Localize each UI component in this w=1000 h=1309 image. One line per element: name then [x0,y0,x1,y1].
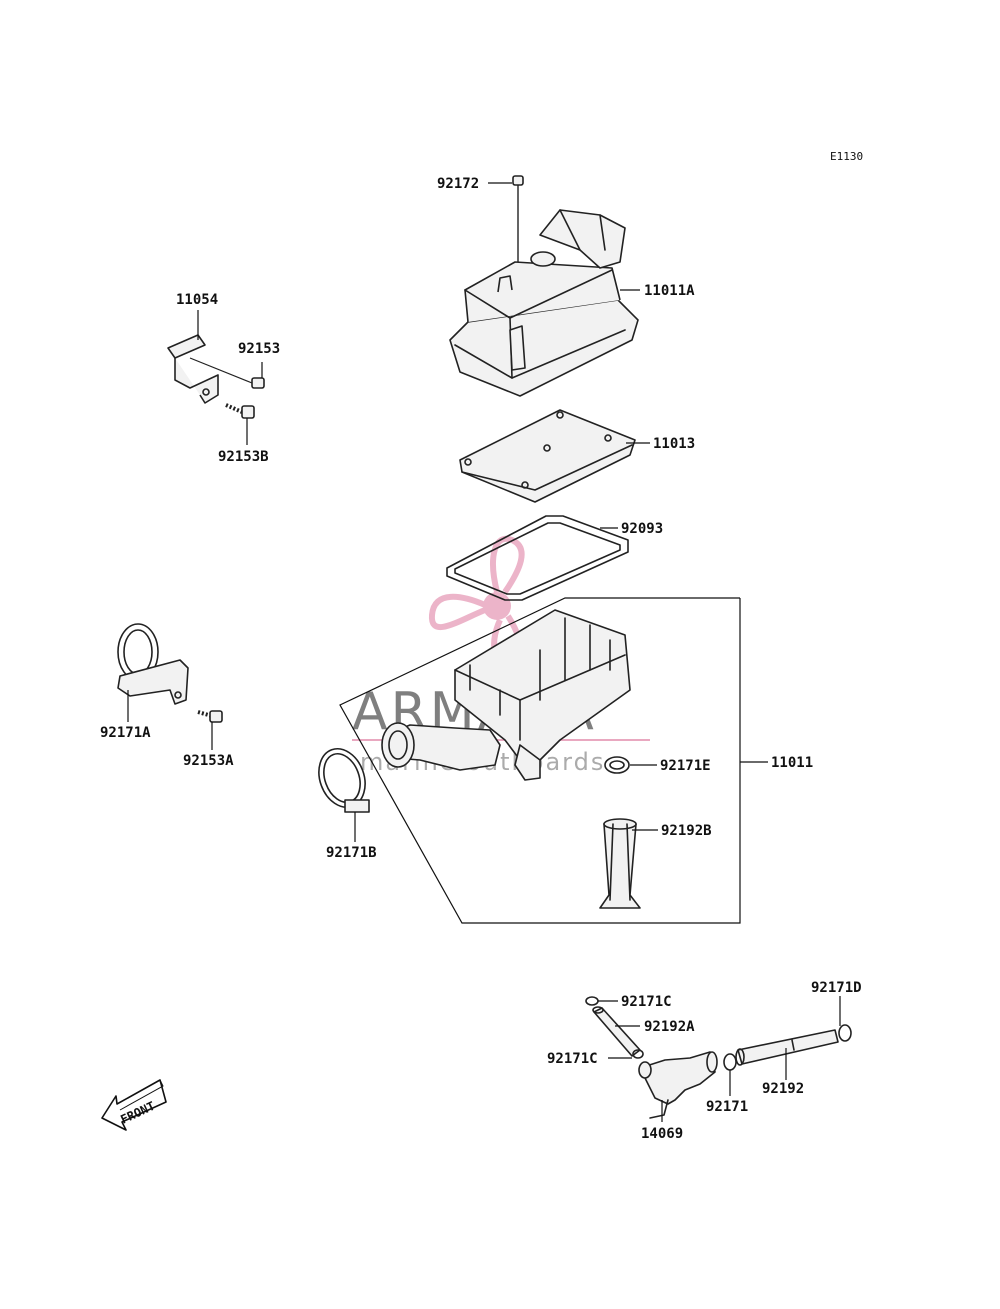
diagram-code: E1130 [830,150,863,163]
label-92153: 92153 [238,341,280,357]
part-14069-joint [638,1051,718,1119]
part-92192B-tube [599,818,641,909]
part-92093-gasket [446,515,629,601]
part-92171D-clamp [838,1024,852,1042]
label-92153B: 92153B [218,449,269,465]
label-92171D: 92171D [811,980,862,996]
label-11011: 11011 [771,755,813,771]
part-92153B-bolt [225,403,255,419]
label-92153A: 92153A [183,753,234,769]
part-92171E-clamp [604,756,630,774]
part-11054-bracket [167,334,219,404]
label-92171: 92171 [706,1099,748,1115]
front-direction-arrow: FRONT [101,1079,167,1131]
part-92171A-clamp [117,623,189,705]
label-92171B: 92171B [326,845,377,861]
label-92172: 92172 [437,176,479,192]
label-92171A: 92171A [100,725,151,741]
label-92171C-top: 92171C [621,994,672,1010]
label-14069: 14069 [641,1126,683,1142]
label-92192A: 92192A [644,1019,695,1035]
part-air-cleaner-case [381,609,631,781]
label-11011A: 11011A [644,283,695,299]
group-outline-11011 [339,597,741,924]
label-11013: 11013 [653,436,695,452]
label-92192B: 92192B [661,823,712,839]
part-92171-clamp [723,1053,737,1071]
part-92171B-clamp [318,748,370,813]
label-11054: 11054 [176,292,218,308]
part-92171C-bottom-clamp [632,1049,644,1059]
part-92171C-top-clamp [585,996,599,1006]
part-11013-plate [459,409,636,503]
label-92171E: 92171E [660,758,711,774]
label-92171C-bottom: 92171C [547,1051,598,1067]
label-92093: 92093 [621,521,663,537]
part-11011A-air-cleaner-cover [449,209,639,397]
part-92153A-bolt [197,710,223,723]
label-92192: 92192 [762,1081,804,1097]
part-92153-bolt [189,357,265,389]
part-92192A-hose [592,1006,641,1057]
part-92192-hose [735,1029,839,1066]
